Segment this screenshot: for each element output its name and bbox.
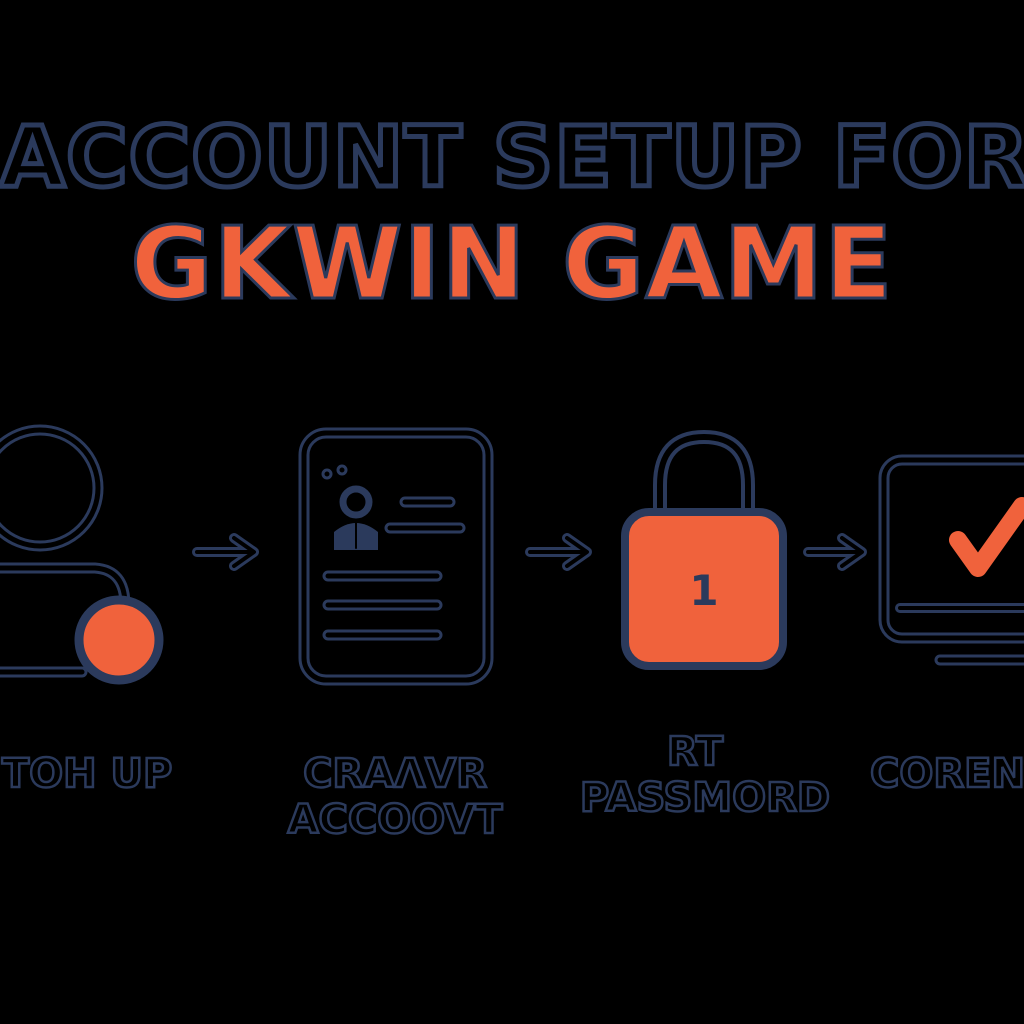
arrow-right-icon bbox=[192, 533, 259, 571]
padlock-badge: 1 bbox=[689, 566, 718, 615]
step-3-label-line-1: RT bbox=[666, 729, 725, 776]
user-icon bbox=[0, 424, 164, 685]
step-4-label: CORENT bbox=[869, 751, 1024, 798]
title-line-2: GKWIN GAME bbox=[129, 204, 894, 324]
step-1-label: ɪTOH UP bbox=[0, 751, 174, 798]
step-2-label-line-2: ACCOOVT bbox=[286, 797, 503, 844]
arrow-right-icon bbox=[525, 533, 592, 571]
monitor-checkmark-icon bbox=[878, 454, 1024, 666]
title-line-1: ACCOUNT SETUP FOR bbox=[0, 106, 1024, 209]
document-profile-icon bbox=[298, 427, 494, 686]
padlock-icon bbox=[621, 430, 787, 670]
step-3-label-line-2: PASSMORD bbox=[579, 775, 832, 822]
step-2-label-line-1: CRAΛVR bbox=[302, 751, 488, 798]
arrow-right-icon bbox=[803, 533, 867, 571]
